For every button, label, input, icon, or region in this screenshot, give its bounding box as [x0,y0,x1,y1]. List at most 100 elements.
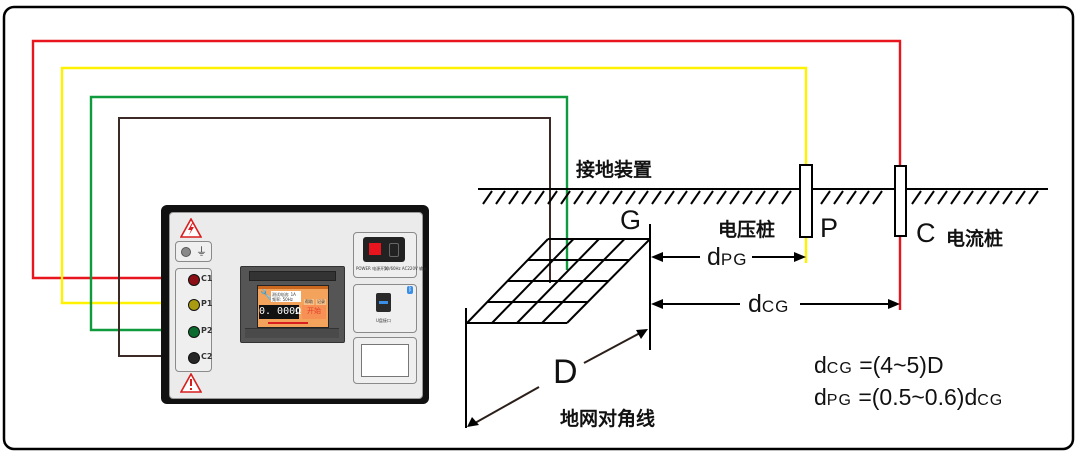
printer-window [361,344,409,377]
grid-diagonal-label: 地网对角线 [560,408,656,430]
ohm-unit: Ω [295,306,302,317]
hatch-mark [677,190,688,205]
current-stake-label: 电流桩 [946,228,1004,250]
dcg-sub: CG [761,297,790,316]
hatch-mark [781,190,792,205]
terminal-label: P1 [201,299,213,308]
start-button[interactable]: 开始 [302,305,326,319]
wire-p1-yellow [60,66,808,305]
ground-device-label: 接地装置 [576,159,653,181]
usb-module: ᛒ U盘接口 [353,284,417,333]
dcg-arrowhead-left [651,299,663,309]
dcg-main: d [748,290,762,318]
usb-slot [379,301,388,304]
c-label: C [916,218,936,248]
hatch-mark [560,190,571,205]
formula-rhs: =(0.5~0.6) [858,384,965,410]
current-stake-c [894,165,907,237]
d-arrow-lower [474,386,540,424]
hatch-mark [1028,190,1039,205]
hatch-mark [976,190,987,205]
hatch-mark [612,190,623,205]
hatch-mark [1002,190,1013,205]
wire-c1-red [31,39,902,310]
caution-warning-icon [180,373,202,393]
progress-bar [268,322,308,324]
formula-lhs: d [814,352,827,378]
lcd-screen[interactable]: 🔧 测试电流: 1A 频率: 50Hz 帮助 记录 0. 000Ω 开始 [257,285,329,328]
d-arrowhead-upper [636,329,648,339]
hatch-mark [1015,190,1026,205]
ground-grid [466,238,651,324]
terminal-c2[interactable] [188,352,200,364]
formula-dcg: dCG =(4~5)D [814,351,1003,383]
hatch-mark [924,190,935,205]
terminal-label: P2 [201,326,213,335]
dpg-arrowhead-left [651,252,663,262]
hatch-mark [950,190,961,205]
resistance-readout: 0. 000Ω [259,305,302,319]
ground-symbol-icon: ⏚ [196,246,207,258]
screen-help-button[interactable]: 帮助 [304,299,314,305]
power-module: POWER 电源开关 50/60Hz AC220V 输入 [353,232,427,278]
hatch-mark [729,190,740,205]
hatch-mark [664,190,675,205]
hatch-mark [586,190,597,205]
formula-lhs-sub: PG [826,392,852,409]
hatch-mark [768,190,779,205]
d-arrow-upper [583,332,641,364]
terminal-label: C2 [201,352,213,361]
formula-tail-sub: CG [977,392,1004,409]
hatch-mark [625,190,636,205]
grid-column-line [566,238,651,324]
formulas: dCG =(4~5)D dPG =(0.5~0.6)dCG [814,351,1003,415]
hatch-mark [937,190,948,205]
d-arrowhead-lower [467,417,479,427]
usb-label: U盘接口 [376,318,391,323]
grid-column-line [491,238,575,324]
dpg-label: dPG [707,243,747,272]
info-line-1: 测试电流: 1A [272,292,296,297]
voltage-stake-p [799,164,813,238]
d-label: D [553,353,578,391]
high-voltage-warning-icon [180,218,202,238]
g-label: G [620,205,642,235]
grid-column-line [466,238,549,324]
terminal-p2[interactable] [188,326,200,338]
usb-port[interactable] [376,293,391,312]
hatch-mark [833,190,844,205]
terminal-p1[interactable] [188,299,200,311]
printer-module [353,337,417,384]
voltage-stake-label: 电压桩 [718,219,776,241]
hatch-mark [599,190,610,205]
hatch-mark [989,190,1000,205]
hatch-mark [482,190,493,205]
power-switch[interactable] [369,243,381,255]
terminal-c1[interactable] [188,274,200,286]
hatch-mark [755,190,766,205]
ground-terminal-box: ⏚ [175,241,212,262]
screen-record-button[interactable]: 记录 [316,299,326,305]
hatch-mark [690,190,701,205]
printer-slot [249,271,336,281]
hatch-mark [820,190,831,205]
bluetooth-icon: ᛒ [407,286,413,294]
formula-tail: d [964,384,978,410]
grid-column-line [541,238,626,324]
formula-rhs: =(4~5)D [859,352,944,378]
display-bottom-vent [245,328,339,338]
hatch-mark [508,190,519,205]
hatch-mark [846,190,857,205]
hatch-mark [547,190,558,205]
screen-info-panel: 测试电流: 1A 频率: 50Hz [271,291,301,302]
info-line-2: 频率: 50Hz [272,297,293,302]
hatch-mark [963,190,974,205]
power-input-label: 50/60Hz AC220V 输入 [384,266,428,271]
terminal-label: C1 [201,274,213,283]
formula-dpg: dPG =(0.5~0.6)dCG [814,383,1003,415]
ground-screw-icon [181,247,191,257]
formula-lhs-sub: CG [826,360,853,377]
